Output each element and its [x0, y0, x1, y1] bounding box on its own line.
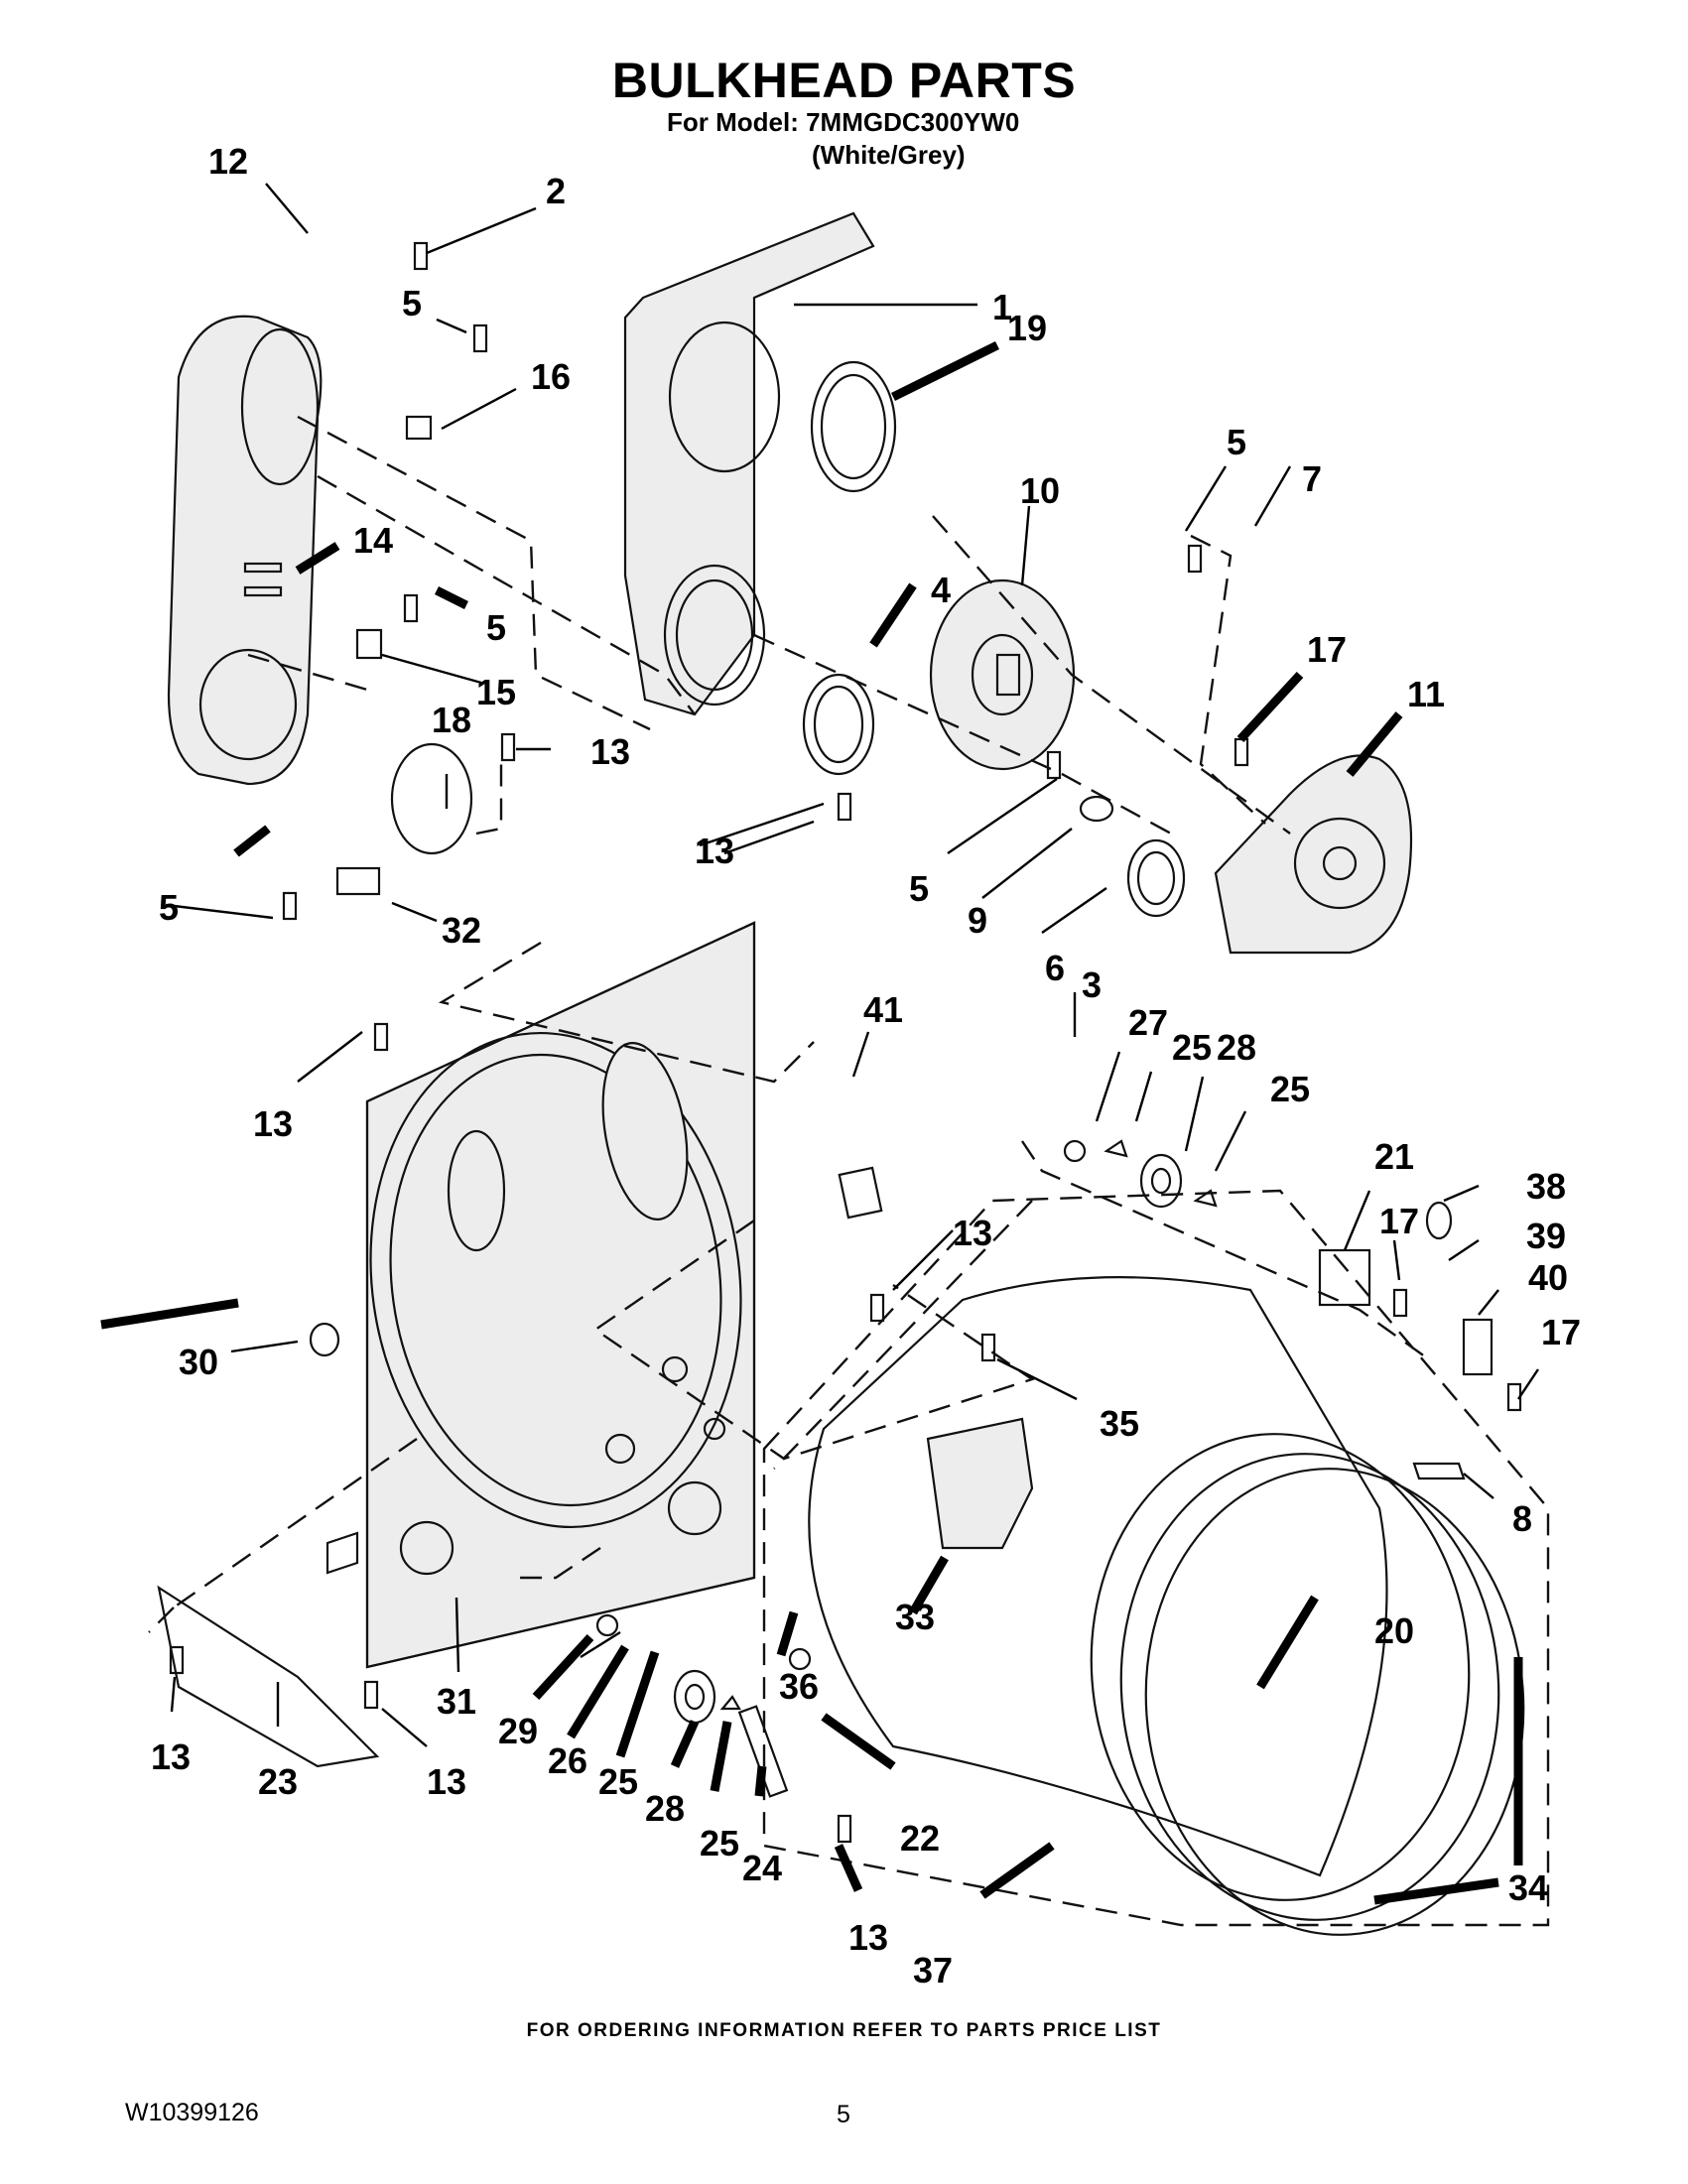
- washer: [1063, 1139, 1087, 1163]
- ordering-note: FOR ORDERING INFORMATION REFER TO PARTS …: [526, 2020, 1162, 2041]
- callout-26: 26: [548, 1740, 587, 1781]
- callout-28: 28: [645, 1788, 685, 1829]
- blower-housing: [1214, 754, 1413, 955]
- callout-13: 13: [427, 1761, 466, 1802]
- seal-ring: [802, 673, 875, 776]
- callout-6: 6: [1045, 948, 1065, 988]
- callout-13: 13: [590, 731, 630, 772]
- callout-31: 31: [437, 1681, 476, 1722]
- callout-17: 17: [1379, 1201, 1419, 1241]
- diagram-title: BULKHEAD PARTS: [611, 53, 1077, 108]
- callout-19: 19: [1007, 308, 1047, 348]
- lamp-bulb: [1425, 1201, 1453, 1240]
- callout-33: 33: [895, 1597, 935, 1637]
- callout-10: 10: [1020, 470, 1060, 511]
- callout-34: 34: [1508, 1867, 1548, 1908]
- nut: [309, 1322, 340, 1357]
- callout-13: 13: [848, 1917, 888, 1958]
- document-number: W10399126: [125, 2099, 259, 2126]
- callout-13: 13: [695, 831, 734, 871]
- toe-panel: [157, 1585, 380, 1768]
- callout-21: 21: [1374, 1136, 1414, 1177]
- callout-17: 17: [1307, 629, 1347, 670]
- exhaust-duct: [623, 211, 875, 716]
- moisture-sensor: [838, 1166, 883, 1220]
- callout-1: 1: [992, 287, 1012, 327]
- callout-35: 35: [1100, 1403, 1139, 1444]
- page-number: 5: [837, 2101, 850, 2128]
- callout-5: 5: [159, 887, 179, 928]
- callout-4: 4: [931, 570, 951, 610]
- callout-32: 32: [442, 910, 481, 951]
- callout-36: 36: [779, 1666, 819, 1707]
- switch-cover: [1462, 1318, 1493, 1376]
- callout-labels: 12 2 1 19 5 16 5 7 10 14 4 5 17 11 15 18…: [151, 141, 1581, 1991]
- blower-cover: [167, 315, 323, 786]
- callout-30: 30: [179, 1342, 218, 1382]
- callout-24: 24: [742, 1848, 782, 1888]
- callout-13: 13: [151, 1736, 191, 1777]
- callout-5: 5: [1227, 422, 1246, 462]
- sensor-bracket: [405, 415, 433, 441]
- model-color: (White/Grey): [812, 140, 966, 170]
- callout-14: 14: [353, 520, 393, 561]
- callout-25: 25: [1172, 1027, 1212, 1068]
- callout-11: 11: [1407, 674, 1445, 714]
- roller-shaft: [737, 1705, 789, 1798]
- callout-8: 8: [1512, 1498, 1532, 1539]
- callout-25: 25: [1270, 1069, 1310, 1109]
- assembly-lines: [148, 415, 1550, 1927]
- callout-29: 29: [498, 1711, 538, 1751]
- callout-40: 40: [1528, 1257, 1568, 1298]
- callout-39: 39: [1526, 1216, 1566, 1256]
- callout-5: 5: [402, 283, 422, 323]
- callout-12: 12: [208, 141, 248, 182]
- callout-25: 25: [700, 1823, 739, 1863]
- callout-18: 18: [432, 700, 471, 740]
- blower-wheel: [929, 578, 1076, 771]
- callout-3: 3: [1082, 964, 1102, 1005]
- thermistor: [1079, 795, 1114, 823]
- drum-roller: [1139, 1153, 1183, 1209]
- duct-gasket: [810, 360, 897, 493]
- callout-23: 23: [258, 1761, 298, 1802]
- callout-5: 5: [486, 607, 506, 648]
- callout-13: 13: [953, 1213, 992, 1253]
- callout-16: 16: [531, 356, 571, 397]
- callout-13: 13: [253, 1103, 293, 1144]
- callout-22: 22: [900, 1818, 940, 1859]
- callout-41: 41: [863, 989, 903, 1030]
- callout-9: 9: [968, 900, 987, 941]
- callout-27: 27: [1128, 1002, 1168, 1043]
- dryer-drum: [808, 1276, 1525, 1936]
- callout-28: 28: [1217, 1027, 1256, 1068]
- hi-limit-housing: [390, 742, 473, 855]
- drum-roller-front: [673, 1669, 716, 1725]
- callout-38: 38: [1526, 1166, 1566, 1207]
- bearing: [1126, 838, 1186, 918]
- leader-lines: [100, 183, 1539, 1905]
- callout-15: 15: [476, 672, 516, 712]
- callout-17: 17: [1541, 1312, 1581, 1352]
- callout-5: 5: [909, 868, 929, 909]
- clip: [1412, 1462, 1466, 1480]
- callout-37: 37: [913, 1950, 953, 1991]
- callout-20: 20: [1374, 1610, 1414, 1651]
- callout-7: 7: [1302, 458, 1322, 499]
- callout-25: 25: [598, 1761, 638, 1802]
- callout-2: 2: [546, 171, 566, 211]
- front-bulkhead-panel: [365, 921, 756, 1669]
- model-number: For Model: 7MMGDC300YW0: [667, 107, 1020, 137]
- flame-sensor: [335, 866, 381, 896]
- thermal-fuse: [355, 628, 383, 660]
